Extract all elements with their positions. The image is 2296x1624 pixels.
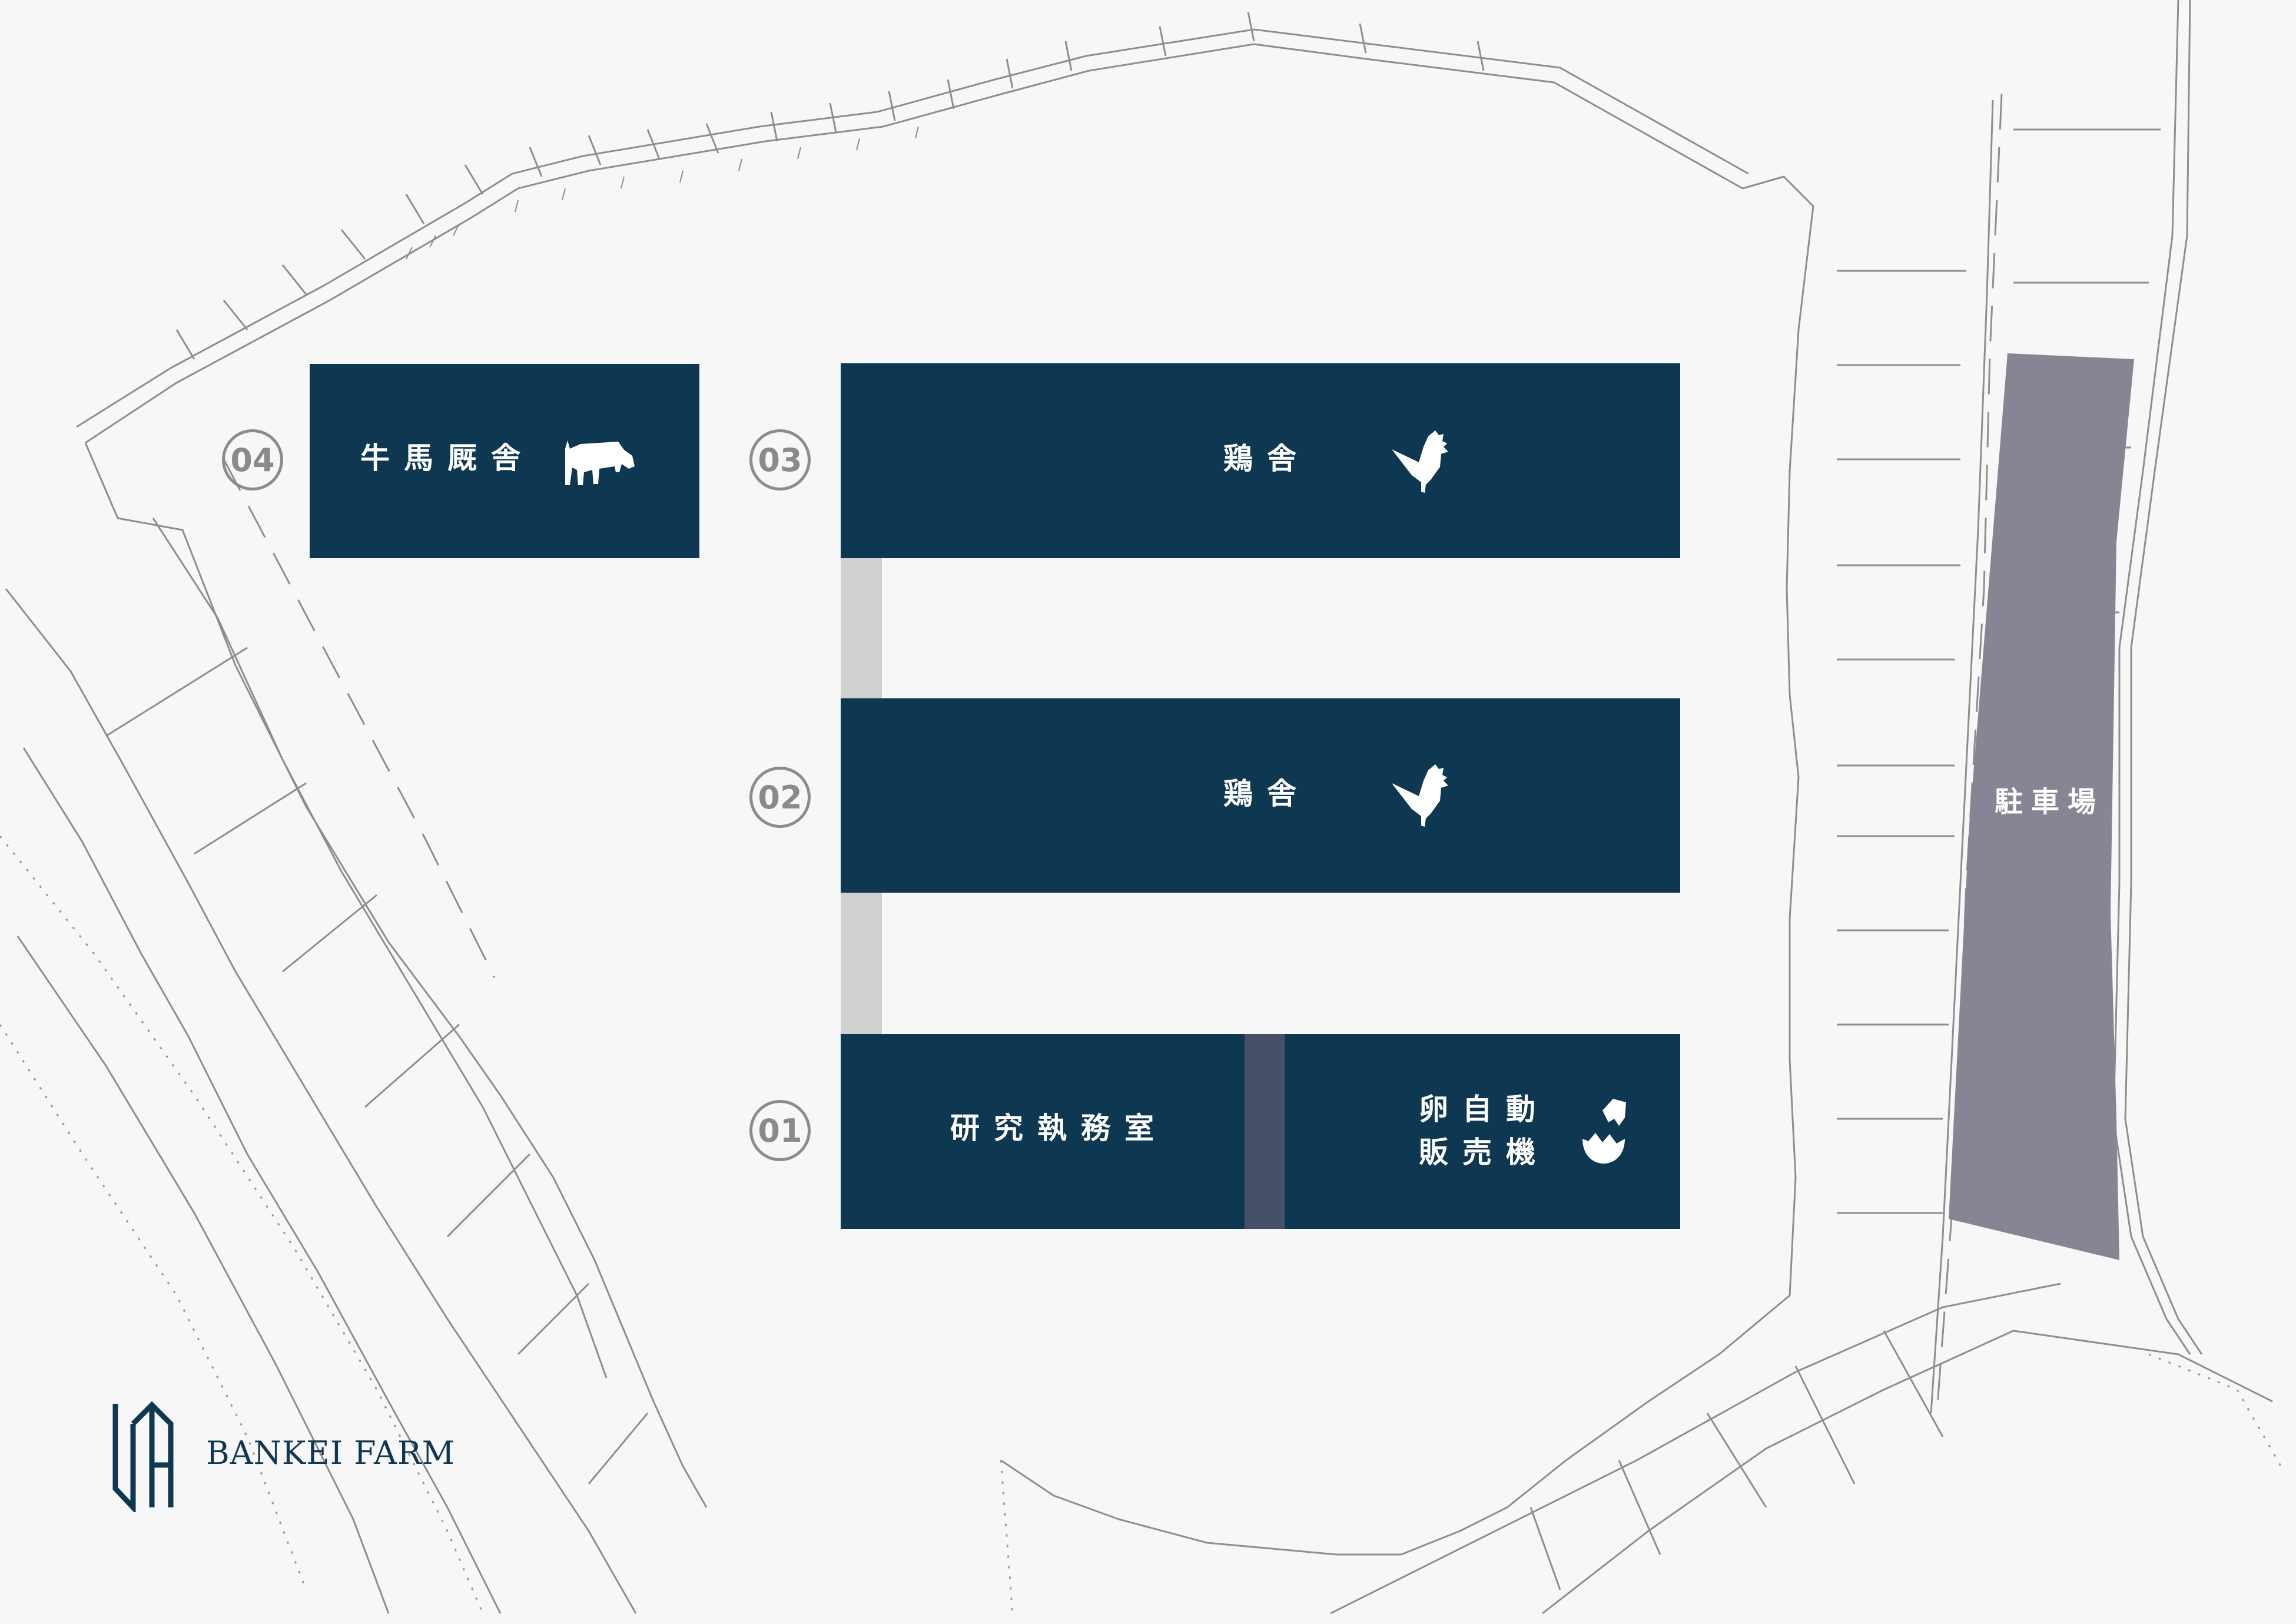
wall-ticks-left: [105, 647, 649, 1484]
corridor-upper: [841, 558, 882, 698]
road-edge-left-3: [22, 747, 502, 1614]
building-02-label: 鶏舎: [1223, 777, 1310, 811]
building-01-office[interactable]: 研究執務室: [841, 1034, 1245, 1229]
building-number-01-text: 01: [758, 1112, 802, 1149]
chicken-icon: [1392, 764, 1448, 827]
building-number-02-text: 02: [758, 778, 802, 816]
hatch-top: [406, 126, 919, 260]
road-edge-right: [2112, 0, 2191, 1355]
building-number-04-text: 04: [230, 441, 275, 479]
road-edge-right-2: [2124, 0, 2203, 1355]
wall-ticks-top: [175, 11, 1485, 360]
building-04-label: 牛馬厩舎: [360, 441, 535, 475]
building-01-egg-vending[interactable]: 卵自動 販売機: [1285, 1034, 1680, 1229]
building-number-01: 01: [749, 1100, 811, 1161]
road-edge-bottom-2: [1330, 1282, 2061, 1615]
building-01-office-label: 研究執務室: [950, 1111, 1168, 1145]
road-edge-right-3: [1930, 100, 1994, 1414]
egg-icon: [1582, 1099, 1626, 1164]
building-number-03: 03: [749, 429, 811, 490]
vending-label-line2: 販売機: [1419, 1135, 1550, 1169]
road-edge-left-2: [5, 588, 637, 1614]
building-04-barn[interactable]: 牛馬厩舎: [310, 364, 699, 558]
building-number-02: 02: [749, 767, 811, 828]
bankei-farm-logo: [112, 1401, 174, 1512]
building-01-divider: [1245, 1034, 1285, 1229]
building-number-03-text: 03: [758, 441, 802, 479]
boundary-dashed-left: [223, 459, 496, 978]
building-03-label: 鶏舎: [1223, 442, 1310, 476]
road-edge-left-4: [16, 936, 390, 1614]
footpath-left: [0, 836, 484, 1614]
building-02-chicken-coop[interactable]: 鶏舎: [841, 698, 1680, 893]
chicken-icon: [1392, 430, 1448, 493]
road-edge-left: [84, 442, 708, 1508]
wall-ticks-bottom: [1529, 1330, 1944, 1590]
footpath-bottom: [1000, 1353, 2285, 1614]
building-number-04: 04: [222, 429, 283, 490]
road-edge-left-5: [152, 518, 608, 1378]
corridor-lower: [841, 893, 882, 1034]
cow-icon: [565, 440, 635, 485]
road-edge-bottom: [1542, 1330, 2273, 1615]
brand-name: BANKEI FARM: [206, 1434, 455, 1471]
vending-label-line1: 卵自動: [1419, 1092, 1550, 1126]
road-edge-top-inner: [76, 28, 1749, 428]
building-03-chicken-coop[interactable]: 鶏舎: [841, 363, 1680, 558]
road-edge-top: [85, 43, 1814, 1556]
parking-label: 駐車場: [1995, 786, 2105, 818]
parking-area: [1949, 353, 2134, 1260]
